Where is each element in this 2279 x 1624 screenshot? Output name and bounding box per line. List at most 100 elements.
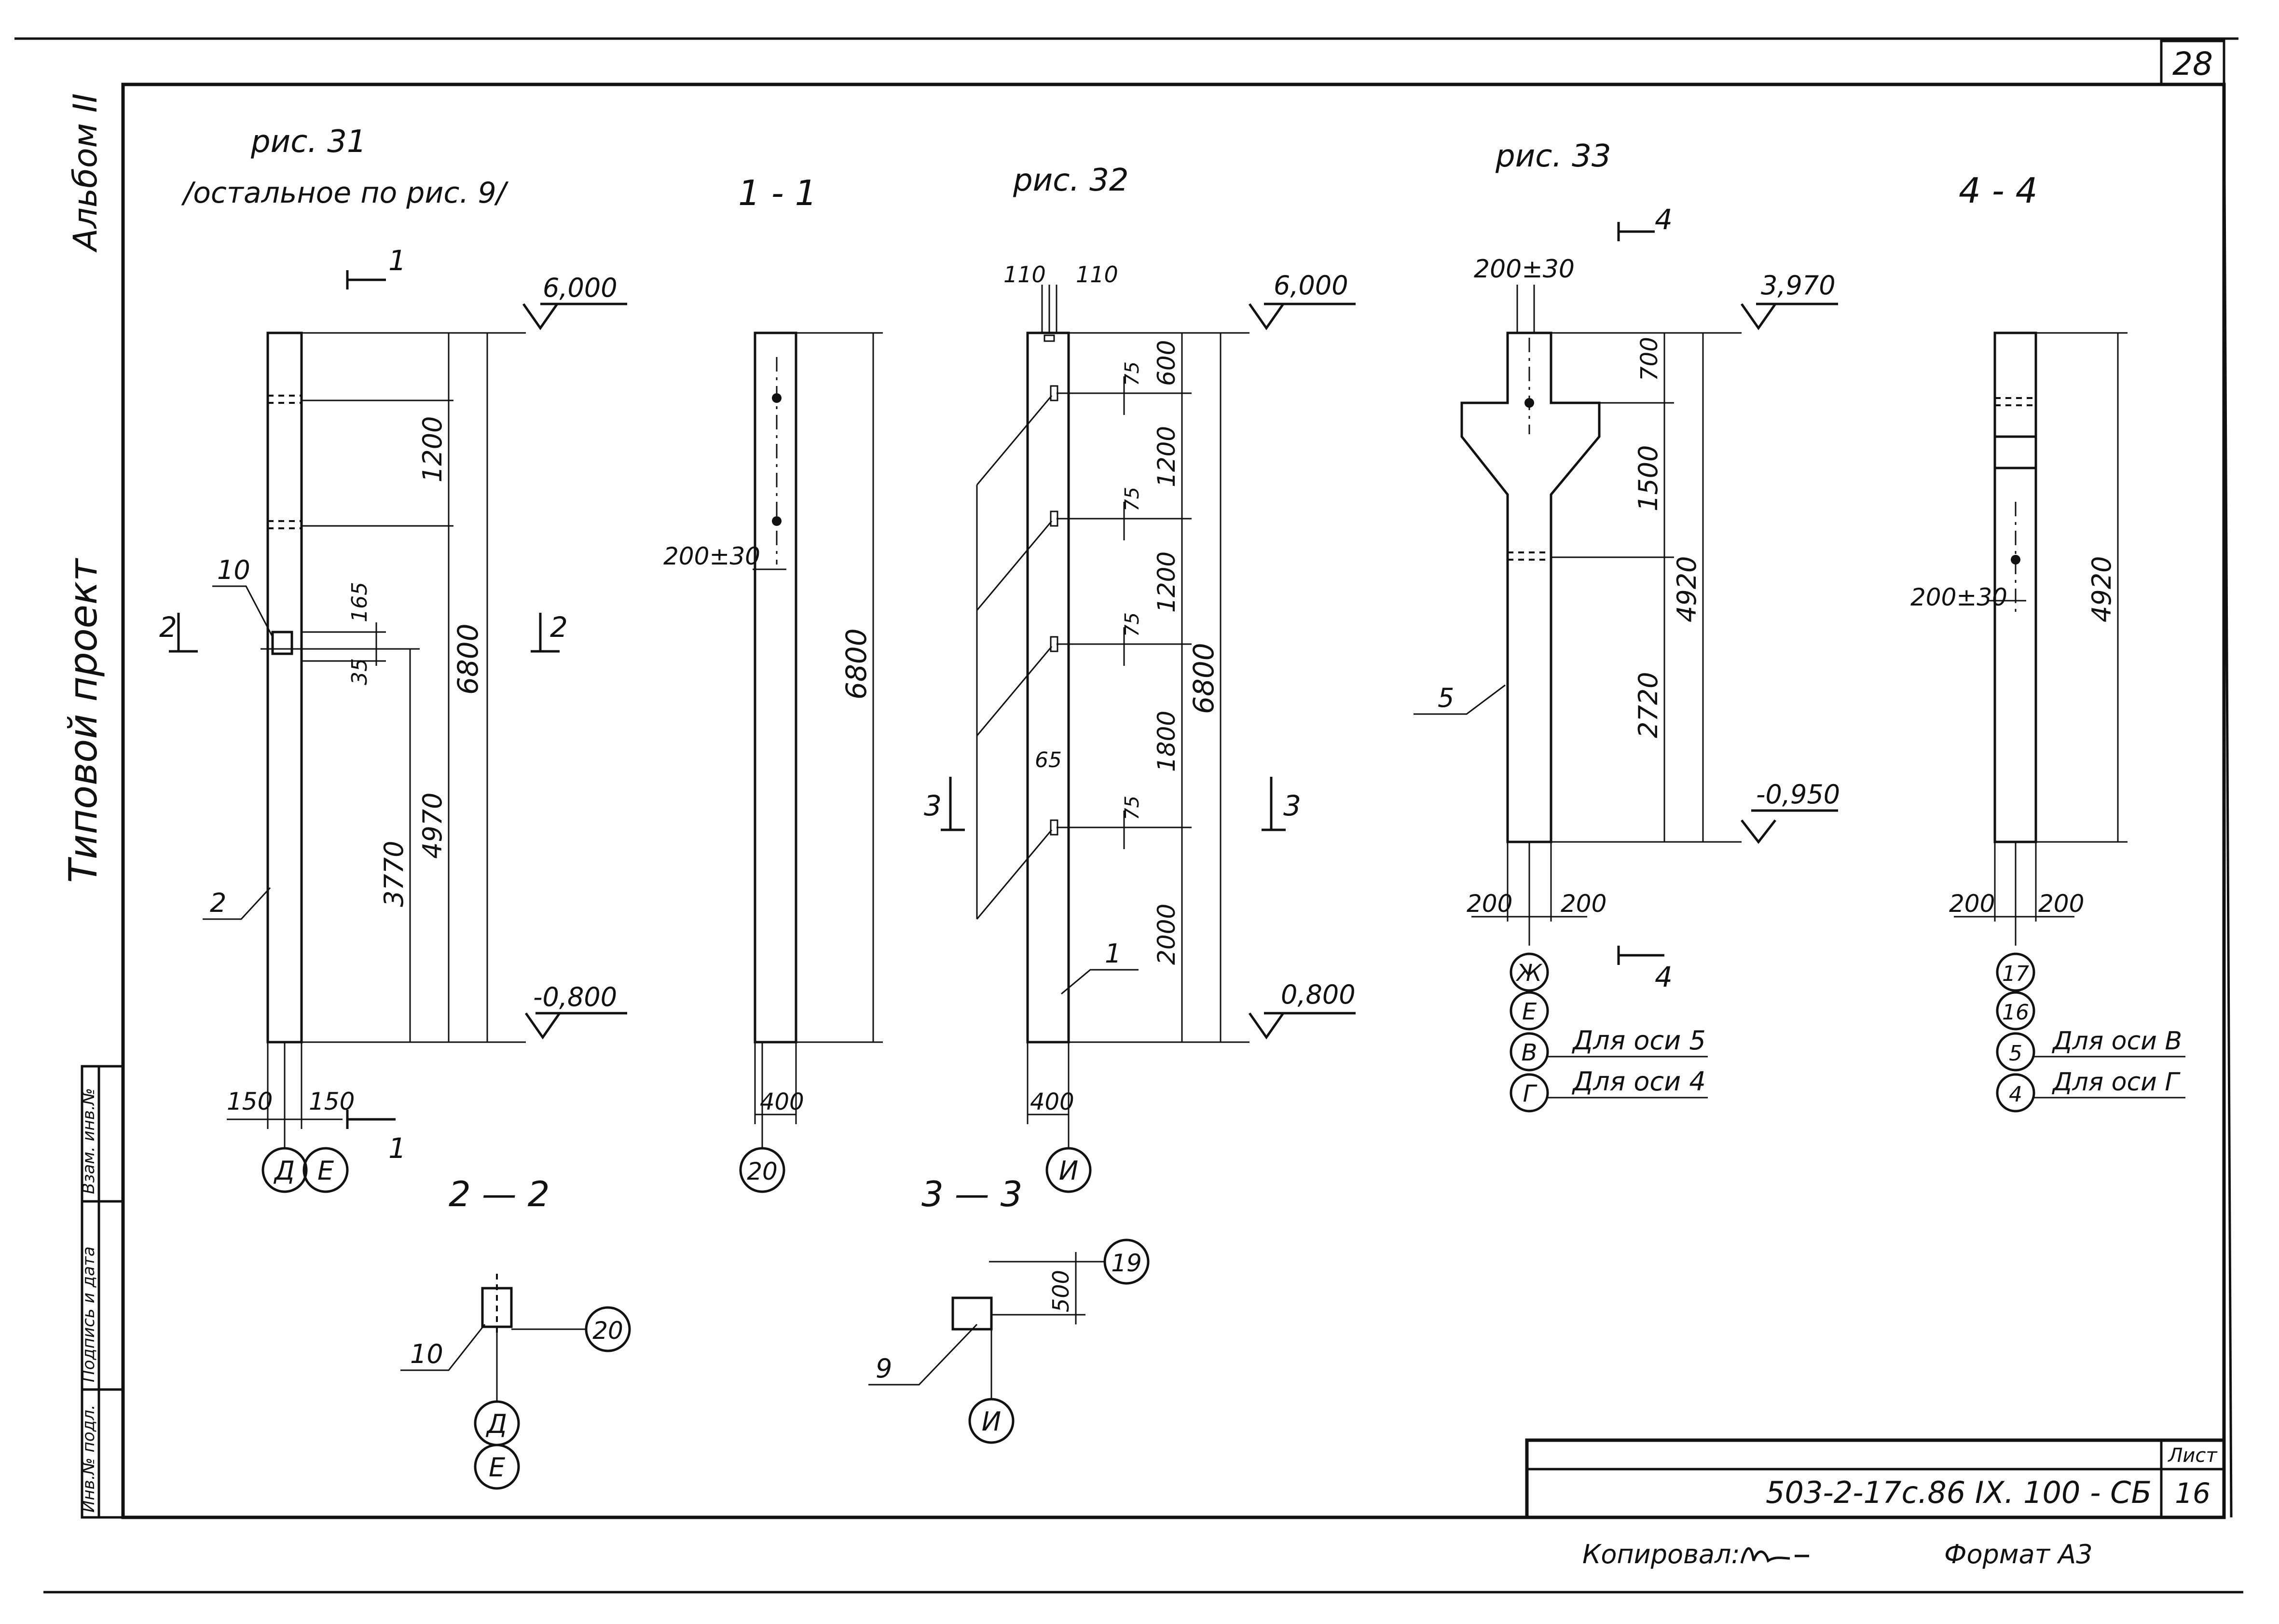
sect22-axis-e: Е	[489, 1452, 506, 1483]
fig32-dim-2000: 2000	[1153, 904, 1181, 965]
fig31-embed-10	[271, 631, 293, 655]
format-label: Формат А3	[1944, 1539, 2093, 1569]
fig33-dim-1500: 1500	[1633, 445, 1663, 511]
document-code: 503-2-17с.86 IX. 100 - СБ	[1766, 1475, 2152, 1510]
fig32-axis-i: И	[1059, 1156, 1078, 1186]
title-block: Лист 16 503-2-17с.86 IX. 100 - СБ	[1525, 1438, 2226, 1519]
fig32-dim-1200b: 1200	[1153, 551, 1181, 613]
fig33-dim-700: 700	[1636, 337, 1663, 381]
section-4-4: 4 - 4 200±30 4920 200 200 17 16 5 4 Для …	[1910, 170, 2185, 1113]
stamp-inv: Инв.№ подл.	[79, 1404, 98, 1513]
sect33-leader-9: 9	[876, 1353, 892, 1384]
fig31-dim-4970: 4970	[417, 793, 448, 859]
sect11-dim-200-30: 200±30	[663, 542, 760, 570]
fig32-cut3-left: 3	[924, 789, 942, 822]
fig31-dim-1200: 1200	[417, 416, 448, 482]
fig32-dim-1200a: 1200	[1153, 426, 1181, 487]
fig33-axis-g: Г	[1523, 1080, 1538, 1107]
sheet-label: Лист	[2167, 1445, 2218, 1467]
sect11-dim-400: 400	[760, 1088, 804, 1115]
sect33-dim-500: 500	[1048, 1270, 1074, 1312]
sheet-frame: 28	[14, 37, 2243, 1594]
fig31-elev-bottom: -0,800	[533, 982, 617, 1012]
fig31-cut1-bottom: 1	[388, 1132, 406, 1165]
sect44-mark-16: 16	[2002, 1000, 2029, 1025]
fig31-leader-2: 2	[210, 888, 226, 918]
sect33-column	[951, 1296, 993, 1331]
fig32-dim-110b: 110	[1076, 261, 1118, 288]
fig32-dim-1800: 1800	[1153, 711, 1181, 772]
fig33-dim-200b: 200	[1561, 890, 1606, 918]
sect11-title: 1 - 1	[738, 173, 817, 213]
fig32-dim-75a: 75	[1121, 361, 1143, 386]
sect22-leader-10: 10	[410, 1339, 443, 1369]
fig33-leader-5: 5	[1438, 683, 1454, 713]
fig31-cut1-top: 1	[388, 244, 406, 277]
fig33-cut4-top: 4	[1655, 203, 1673, 236]
fig31-elev-top: 6,000	[543, 273, 618, 303]
sect33-axis-i: И	[982, 1406, 1001, 1437]
sect11-mark-20: 20	[747, 1157, 778, 1185]
sect44-dim-200b: 200	[2038, 890, 2084, 918]
sect44-note-5: Для оси В	[2052, 1027, 2182, 1056]
sect44-mark-4: 4	[2009, 1082, 2022, 1107]
fig33-dim-4920: 4920	[1672, 556, 1702, 622]
sect33-title: 3 — 3	[921, 1174, 1022, 1214]
fig32-cut3-right: 3	[1283, 789, 1301, 822]
album-label: Альбом II	[67, 93, 105, 253]
fig32-dim-110a: 110	[1003, 261, 1046, 288]
fig33-axis-e: Е	[1522, 998, 1537, 1025]
fig32-title: рис. 32	[1013, 163, 1129, 198]
sect44-mark-17: 17	[2002, 962, 2029, 986]
sect11-column	[754, 331, 797, 1044]
fig31-dim-150b: 150	[309, 1087, 355, 1115]
fig32-elev-top: 6,000	[1274, 270, 1348, 301]
section-2-2: 2 — 2 20 10 Д Е	[400, 1174, 631, 1490]
fig31-dim-35: 35	[347, 658, 372, 685]
sect33-mark-19: 19	[1111, 1249, 1142, 1277]
sect44-dim-200a: 200	[1949, 890, 1995, 918]
figure-31: рис. 31 /остальное по рис. 9/ 1200 6800 …	[159, 124, 627, 1193]
fig33-note-v: Для оси 5	[1572, 1025, 1706, 1056]
fig31-cut2-left: 2	[159, 611, 177, 644]
fig33-elev-bottom: -0,950	[1756, 779, 1840, 810]
fig31-axis-d: Д	[274, 1156, 295, 1186]
fig33-note-g: Для оси 4	[1572, 1066, 1706, 1097]
sect44-note-4: Для оси Г	[2052, 1068, 2181, 1097]
fig31-cut2-right: 2	[550, 611, 568, 644]
fig33-dim-200-30: 200±30	[1474, 255, 1575, 284]
fig31-column	[266, 331, 303, 1044]
sect22-mark-20: 20	[592, 1317, 623, 1345]
fig31-dim-3770: 3770	[379, 841, 409, 907]
fig33-cut4-bottom: 4	[1655, 961, 1673, 993]
copier-signature	[1740, 1547, 1809, 1564]
fig32-dim-600: 600	[1153, 340, 1181, 386]
stamp-replace: Взам. инв.№	[79, 1088, 98, 1194]
stamp-sign: Подпись и дата	[79, 1246, 98, 1382]
copied-by: Копировал:	[1582, 1539, 1740, 1569]
sect22-title: 2 — 2	[449, 1174, 549, 1214]
figure-32: рис. 32 110 110 600 1200 1200 1	[924, 163, 1356, 1193]
sect11-dim-6800: 6800	[840, 628, 873, 700]
sect44-title: 4 - 4	[1959, 170, 2037, 211]
sect22-axis-d: Д	[486, 1409, 507, 1439]
section-1-1: 1 - 1 200±30 6800 400 20	[663, 173, 883, 1193]
fig32-dim-75c: 75	[1121, 612, 1143, 637]
fig32-leader-1: 1	[1105, 938, 1121, 969]
fig31-dim-165: 165	[347, 582, 372, 622]
fig31-axis-e: Е	[317, 1156, 334, 1186]
fig33-axis-v: В	[1522, 1039, 1538, 1066]
fig33-dim-200a: 200	[1467, 890, 1512, 918]
side-labels: Альбом II Типовой проект Инв.№ подл. Под…	[61, 93, 124, 1519]
fig32-column	[1026, 331, 1070, 1044]
fig31-dim-6800: 6800	[452, 623, 484, 695]
fig32-elev-bottom: 0,800	[1281, 979, 1356, 1010]
fig32-dim-65: 65	[1035, 748, 1062, 772]
fig32-dim-75b: 75	[1121, 487, 1143, 511]
fig32-dim-75d: 75	[1121, 796, 1143, 820]
sect44-dim-4920: 4920	[2087, 556, 2117, 622]
sheet-number-top: 28	[2172, 45, 2213, 83]
project-label: Типовой проект	[61, 558, 106, 883]
fig33-dim-2720: 2720	[1633, 672, 1663, 738]
